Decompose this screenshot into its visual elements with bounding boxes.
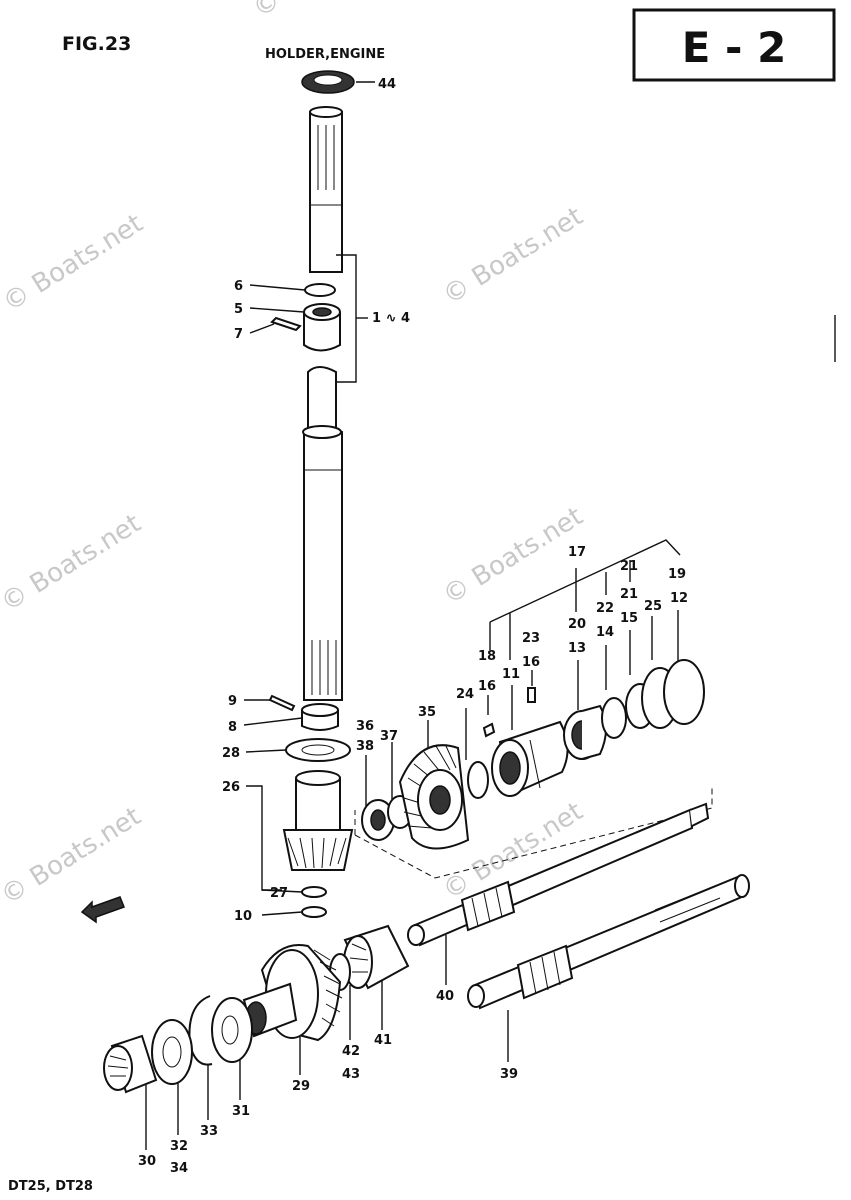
callout: 25 — [644, 599, 662, 614]
alignment-guide — [354, 785, 713, 879]
watermark: © Boats.net — [438, 201, 588, 310]
callout: 21 — [620, 587, 638, 602]
callout: 28 — [222, 746, 240, 761]
callout: 1 ∿ 4 — [372, 311, 410, 326]
pin-23 — [527, 687, 536, 703]
callout: 40 — [436, 989, 454, 1004]
washer-24 — [467, 761, 489, 799]
callout: 39 — [500, 1067, 518, 1082]
bearing-20 — [563, 704, 607, 760]
callout: 23 — [522, 631, 540, 646]
callout: 9 — [228, 694, 237, 709]
callout: 20 — [568, 617, 586, 632]
callout: 43 — [342, 1067, 360, 1082]
callout: 10 — [234, 909, 252, 924]
pin-7 — [270, 316, 302, 332]
clip-10 — [301, 906, 327, 918]
callout: 38 — [356, 739, 374, 754]
callout: 36 — [356, 719, 374, 734]
callout: 11 — [502, 667, 520, 682]
callout: 34 — [170, 1161, 188, 1176]
callout: 31 — [232, 1104, 250, 1119]
pin-16 — [482, 722, 496, 738]
callout: 30 — [138, 1154, 156, 1169]
drive-shaft-assembly — [268, 70, 368, 918]
callout: 44 — [378, 77, 396, 92]
callout: 16 — [478, 679, 496, 694]
washer-28 — [285, 738, 351, 762]
forward-gear-train — [361, 659, 705, 850]
callout: 35 — [418, 705, 436, 720]
callout: 17 — [568, 545, 586, 560]
callout-labels: 44 6 5 7 1 ∿ 4 9 8 28 26 27 10 36 38 37 … — [138, 77, 688, 1176]
clutch-dog-41 — [343, 924, 410, 990]
ring-6 — [304, 283, 336, 297]
watermark: © Boats.net — [438, 501, 588, 610]
callout: 21 — [620, 559, 638, 574]
washer-32 — [151, 1019, 193, 1085]
callout: 14 — [596, 625, 614, 640]
needle-bearing-30 — [103, 1034, 158, 1094]
watermark: © Boats.net — [0, 801, 146, 910]
bearing-housing-11 — [491, 720, 569, 797]
assembly-title: HOLDER,ENGINE — [265, 47, 385, 62]
callout: 29 — [292, 1079, 310, 1094]
watermark: © Boats.net — [0, 208, 148, 317]
callout: 15 — [620, 611, 638, 626]
callout: 8 — [228, 720, 237, 735]
callout: 26 — [222, 780, 240, 795]
callout: 42 — [342, 1044, 360, 1059]
pin-9 — [268, 694, 296, 712]
washer-27 — [301, 886, 327, 898]
section-code: E - 2 — [682, 23, 787, 72]
figure-number: FIG.23 — [62, 33, 131, 55]
watermark: © Boats.net — [0, 508, 146, 617]
callout: 13 — [568, 641, 586, 656]
callout: 27 — [270, 886, 288, 901]
callout: 41 — [374, 1033, 392, 1048]
callout: 37 — [380, 729, 398, 744]
propeller-shafts — [103, 802, 750, 1094]
watermark: © Boats.net — [248, 0, 398, 24]
callout: 32 — [170, 1139, 188, 1154]
callout: 24 — [456, 687, 474, 702]
forward-arrow-icon — [80, 896, 125, 924]
callout: 22 — [596, 601, 614, 616]
model-footer: DT25, DT28 — [8, 1179, 93, 1194]
lower-shaft — [303, 366, 343, 701]
washer-31 — [211, 997, 253, 1063]
callout: 33 — [200, 1124, 218, 1139]
bevel-gear-35 — [398, 744, 470, 850]
callout: 18 — [478, 649, 496, 664]
section-box — [632, 8, 836, 82]
o-ring-19 — [663, 659, 705, 725]
callout: 12 — [670, 591, 688, 606]
leader-lines — [145, 81, 681, 1150]
callout: 16 — [522, 655, 540, 670]
ring-22 — [601, 697, 627, 739]
bushing-5 — [303, 312, 341, 352]
callout: 7 — [234, 327, 243, 342]
callout: 6 — [234, 279, 243, 294]
callout: 19 — [668, 567, 686, 582]
reverse-gear-29 — [242, 944, 343, 1042]
callout: 5 — [234, 302, 243, 317]
